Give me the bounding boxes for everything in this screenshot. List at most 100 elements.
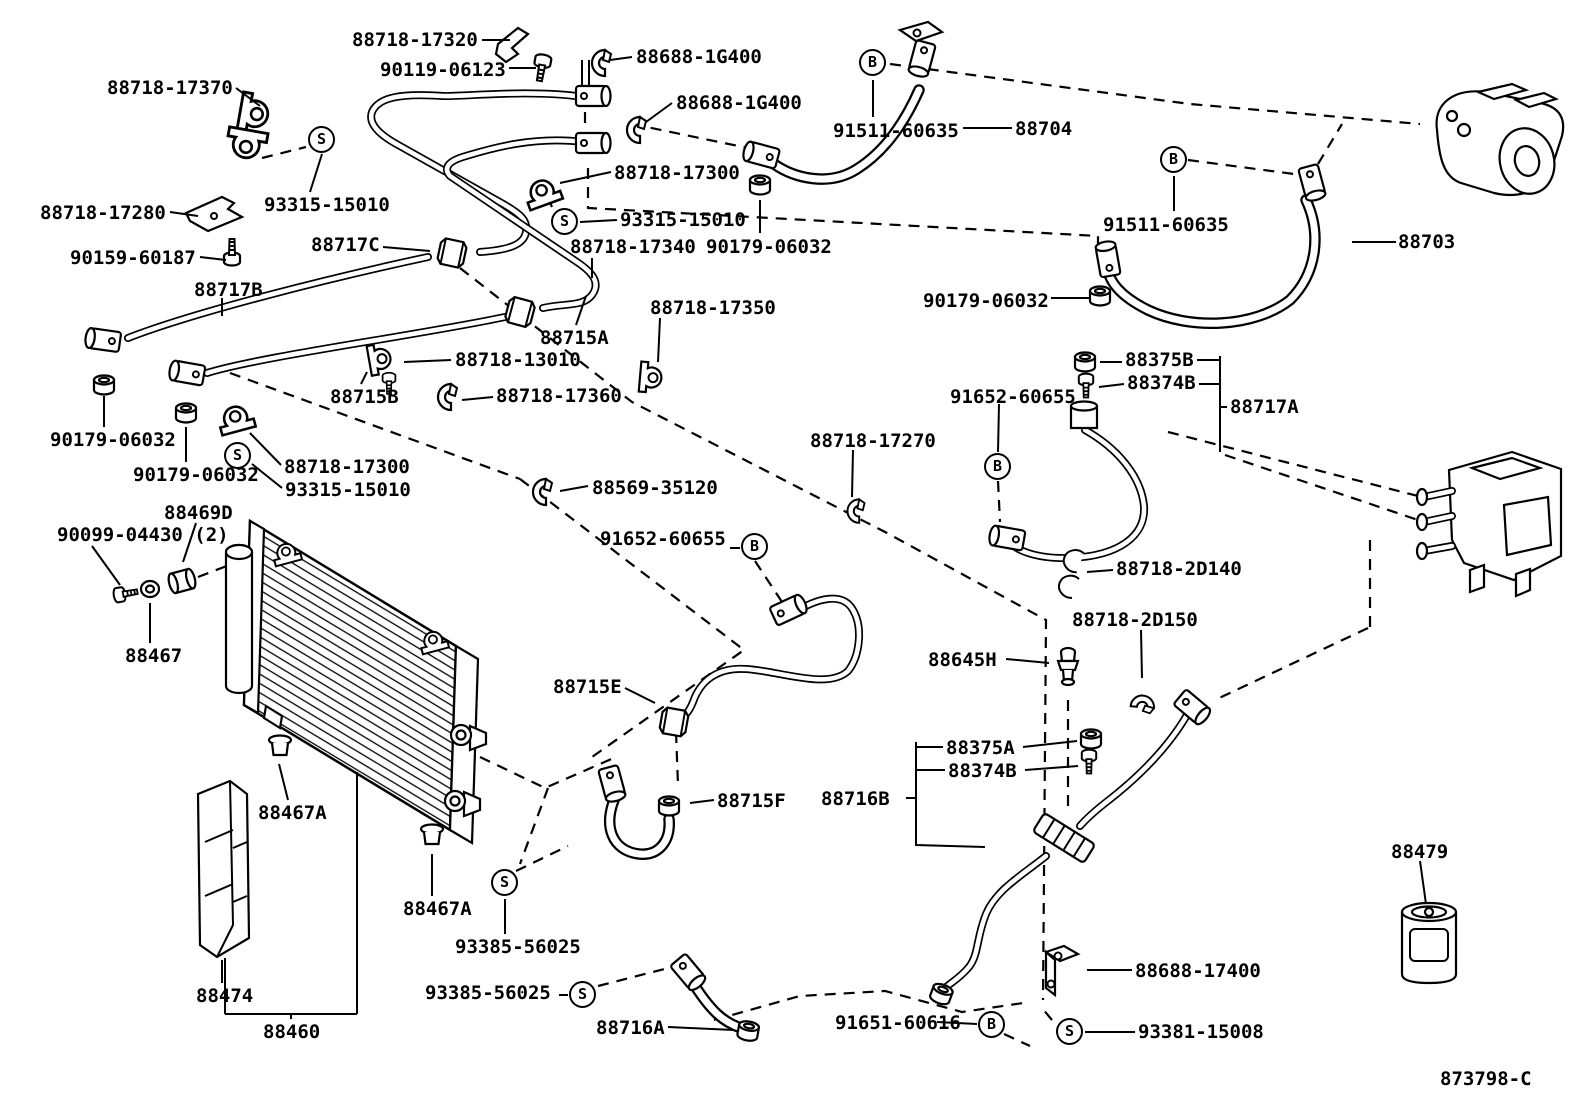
part-label-88717a: 88717A (1230, 396, 1299, 418)
leader-lines (91, 39, 1427, 1033)
part-label-88718-2d140: 88718-2D140 (1116, 558, 1242, 580)
receiver-drier (224, 543, 254, 695)
evaporator-pipe-stub (1415, 487, 1429, 507)
washer-88467 (139, 579, 161, 599)
condenser-bottom-tab (262, 704, 284, 730)
marker-s-5: S (569, 981, 596, 1008)
part-label-88715e: 88715E (553, 676, 622, 698)
clamp-88718-17350 (637, 360, 664, 395)
part-label-88645h: 88645H (928, 649, 997, 671)
dashed-alignment-lines (197, 62, 1421, 1047)
union-88717c (435, 236, 469, 270)
part-label-88718-2d150: 88718-2D150 (1072, 609, 1198, 631)
fitting-88717a-end (986, 523, 1027, 552)
part-label-93315-15010-c: 93315-15010 (285, 479, 411, 501)
marker-s-2: S (551, 208, 578, 235)
joint-88716b-center (1033, 813, 1095, 863)
fitting-88717b-left (83, 326, 123, 354)
nut-90179-06032-b (1088, 285, 1112, 307)
part-label-88718-13010: 88718-13010 (455, 349, 581, 371)
fitting-88717b-right (574, 84, 612, 108)
part-label-88569-35120: 88569-35120 (592, 477, 718, 499)
part-label-88718-17370: 88718-17370 (107, 77, 233, 99)
part-label-88716a: 88716A (596, 1017, 665, 1039)
part-label-88467a-b: 88467A (403, 898, 472, 920)
clamp-88718-2d140 (1057, 549, 1085, 599)
part-label-88718-17300-a: 88718-17300 (614, 162, 740, 184)
part-label-91651-60616: 91651-60616 (835, 1012, 961, 1034)
part-label-88467a-a: 88467A (258, 802, 327, 824)
nut-88716a-end (735, 1018, 761, 1044)
part-label-88718-17320: 88718-17320 (352, 29, 478, 51)
fitting-88704-top (906, 38, 937, 80)
nut-90179-06032-d (174, 402, 198, 424)
part-label-88375a: 88375A (946, 737, 1015, 759)
part-label-88715b: 88715B (330, 386, 399, 408)
pipe-88715e (677, 594, 863, 721)
nut-88375a (1079, 728, 1103, 750)
part-label-88718-17340: 88718-17340 (570, 236, 696, 258)
part-label-88469d: 88469D (164, 502, 233, 524)
part-label-90179-06032-a: 90179-06032 (706, 236, 832, 258)
fitting-88715b-right (574, 131, 612, 155)
marker-s-6: S (1056, 1018, 1083, 1045)
condenser-port-upper (449, 723, 488, 752)
hose-88716a (687, 977, 747, 1034)
part-label-90179-06032-c: 90179-06032 (50, 429, 176, 451)
part-label-88688-17400: 88688-17400 (1135, 960, 1261, 982)
nut-90179-06032-c (92, 374, 116, 396)
nut-88375b (1073, 351, 1097, 373)
clip-88569-35120 (531, 477, 554, 507)
part-label-91652-60655-b: 91652-60655 (600, 528, 726, 550)
clamp-88718-13010 (365, 341, 394, 377)
fitting-88715b-left (166, 358, 207, 387)
part-label-93315-15010-b: 93315-15010 (620, 209, 746, 231)
part-label-88718-17280: 88718-17280 (40, 202, 166, 224)
part-label-90119-06123: 90119-06123 (380, 59, 506, 81)
fitting-88715e (768, 592, 811, 627)
evaporator-unit (1415, 450, 1563, 598)
part-label-90099-04430-2: 90099-04430 (2) (57, 524, 229, 546)
part-label-88717b: 88717B (194, 279, 263, 301)
nut-90179-06032-a (748, 174, 772, 196)
part-label-88479: 88479 (1391, 841, 1449, 863)
part-label-93381-15008: 93381-15008 (1138, 1021, 1264, 1043)
part-label-90179-06032-d: 90179-06032 (133, 464, 259, 486)
part-label-93385-56025-b: 93385-56025 (425, 982, 551, 1004)
hose-88704 (768, 84, 925, 185)
part-label-91652-60655-a: 91652-60655 (950, 386, 1076, 408)
part-label-88474: 88474 (196, 985, 254, 1007)
plug-88467a-b (419, 823, 445, 846)
clip-88718-17360 (436, 382, 459, 412)
part-label-90179-06032-b: 90179-06032 (923, 290, 1049, 312)
clamp-88718-17300-top (520, 174, 565, 212)
part-label-93315-15010-a: 93315-15010 (264, 194, 390, 216)
marker-s-1: S (308, 126, 335, 153)
marker-b-3: B (741, 533, 768, 560)
nut-88715f (657, 795, 681, 817)
marker-b-1: B (859, 49, 886, 76)
clamp-88718-17370-b (223, 125, 270, 163)
pipe-88717a (1004, 426, 1149, 563)
union-88715e (657, 705, 691, 739)
compressor (1435, 82, 1565, 197)
condenser-port-lower (443, 789, 482, 818)
marker-b-2: B (1160, 146, 1187, 173)
union-93315 (502, 294, 538, 330)
hose-88703 (1101, 194, 1321, 329)
bolt-90099-04430 (111, 583, 140, 604)
pipe-88716b (940, 711, 1191, 993)
part-label-88703: 88703 (1398, 231, 1456, 253)
marker-s-4: S (491, 869, 518, 896)
bolt-88374b-b (1080, 748, 1098, 775)
evaporator-pipe-stub (1415, 512, 1429, 532)
part-label-88718-17300-b: 88718-17300 (284, 456, 410, 478)
part-label-88375b: 88375B (1125, 349, 1194, 371)
clip-88688-1g400-b (625, 115, 648, 145)
marker-b-5: B (978, 1011, 1005, 1038)
fitting-88704-left (740, 139, 782, 170)
small-parts (83, 20, 1328, 1044)
plug-88467a-a (267, 734, 293, 757)
